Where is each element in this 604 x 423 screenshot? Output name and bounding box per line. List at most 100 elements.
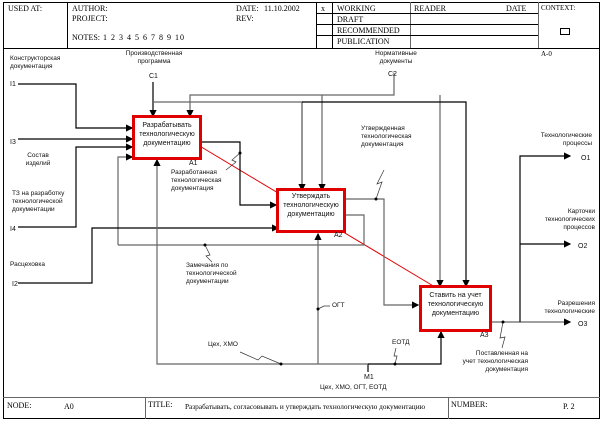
header-divider bbox=[316, 2, 317, 48]
status-row-rule bbox=[316, 13, 538, 14]
arrow-label-mech-eotd: ЕОТД bbox=[392, 339, 410, 346]
arrow-remarks-to-A1 bbox=[117, 153, 134, 245]
header-divider bbox=[538, 2, 539, 48]
status-publication: PUBLICATION bbox=[337, 37, 390, 46]
arrow-developed-doc-squiggle bbox=[225, 152, 241, 171]
project-label: PROJECT: bbox=[72, 14, 108, 23]
notes-label: NOTES: bbox=[72, 33, 100, 42]
junction-dot bbox=[374, 197, 378, 201]
status-row-rule bbox=[316, 35, 538, 36]
output-label: Карточки технологических процессов bbox=[544, 208, 595, 231]
author-label: AUTHOR: bbox=[72, 4, 108, 13]
date-label: DATE: bbox=[236, 4, 259, 13]
arrow-input-I1 bbox=[18, 83, 134, 132]
output-label: Разрешения технологические bbox=[544, 300, 595, 315]
context-node: A-0 bbox=[541, 50, 552, 58]
number-label: NUMBER: bbox=[451, 400, 488, 409]
status-draft: DRAFT bbox=[337, 15, 364, 24]
junction-dot bbox=[238, 151, 242, 155]
input-label: Состав изделий bbox=[25, 152, 51, 167]
arrow-mech-eotd-squiggle bbox=[393, 347, 398, 365]
arrow-label-approved-doc: Утвержденная технологическая документаци… bbox=[361, 125, 412, 148]
title-value: Разрабатывать, согласовывать и утверждат… bbox=[185, 402, 426, 411]
arrow-developed-doc bbox=[201, 141, 278, 209]
arrow-input-I2 bbox=[18, 224, 280, 284]
arrow-label-registered-doc: Поставленная на учет технологическая док… bbox=[462, 350, 528, 373]
activity-title: Утверждать технологическую документацию bbox=[283, 193, 339, 218]
rev-label: REV: bbox=[236, 14, 254, 23]
header-bottom-rule bbox=[3, 48, 600, 49]
arrow-label-mech-ogt: ОГТ bbox=[332, 302, 345, 309]
arrow-approved-doc bbox=[345, 198, 420, 309]
footer-divider bbox=[448, 397, 449, 419]
control-code: C1 bbox=[149, 73, 158, 80]
context-label: CONTEXT: bbox=[541, 4, 576, 12]
arrow-label-mech-shop: Цех, ХМО bbox=[208, 341, 238, 348]
arrow-mech-shop-squiggle bbox=[239, 351, 282, 365]
junction-dot bbox=[279, 362, 283, 366]
output-code: O2 bbox=[578, 243, 588, 250]
diagram-frame bbox=[3, 2, 600, 419]
control-label: Производственная программа bbox=[125, 50, 183, 65]
junction-dot bbox=[501, 320, 505, 324]
header-divider bbox=[67, 2, 68, 48]
notes-numbers: 1 2 3 4 5 6 7 8 9 10 bbox=[103, 33, 185, 42]
arrow-remarks-squiggle bbox=[204, 244, 213, 263]
date-value: 11.10.2002 bbox=[264, 4, 300, 13]
arrow-label-developed-doc: Разработанная технологическая документац… bbox=[171, 169, 222, 192]
activity-box-A3[interactable]: Ставить на учет технологическую документ… bbox=[419, 285, 492, 332]
arrow-mech-eotd bbox=[368, 330, 445, 365]
header-divider bbox=[410, 2, 411, 48]
activity-title: Разрабатывать технологическую документац… bbox=[139, 122, 195, 147]
mechanism-code: M1 bbox=[364, 374, 374, 381]
used-at-label: USED AT: bbox=[8, 4, 43, 13]
junction-dot bbox=[203, 243, 207, 247]
activity-box-A2[interactable]: Утверждать технологическую документацию bbox=[276, 188, 346, 233]
status-row-rule bbox=[316, 24, 538, 25]
output-code: O1 bbox=[581, 155, 591, 162]
activity-id: A2 bbox=[334, 232, 343, 239]
mechanism-label: Цех, ХМО, ОГТ, ЕОТД bbox=[320, 384, 387, 391]
reader-date-label: DATE bbox=[506, 4, 527, 13]
header-divider bbox=[332, 2, 333, 48]
arrow-control-C1-to-A3 bbox=[302, 101, 470, 288]
status-working: WORKING bbox=[337, 4, 376, 13]
output-label: Технологические процессы bbox=[540, 132, 592, 147]
activity-title: Ставить на учет технологическую документ… bbox=[427, 292, 484, 317]
activity-box-A1[interactable]: Разрабатывать технологическую документац… bbox=[132, 115, 202, 160]
status-recommended: RECOMMENDED bbox=[337, 26, 400, 35]
input-code: I2 bbox=[12, 281, 18, 288]
arrow-remarks bbox=[118, 214, 365, 246]
arrow-registered-doc-squiggle bbox=[499, 321, 506, 349]
reader-label: READER bbox=[414, 4, 446, 13]
title-label: TITLE: bbox=[148, 400, 173, 409]
junction-dot bbox=[316, 307, 320, 311]
arrow-input-I4 bbox=[18, 143, 134, 228]
input-label: ТЗ на разработку технологической докумен… bbox=[12, 190, 65, 213]
input-label: Расцеховка bbox=[10, 261, 45, 268]
input-code: I1 bbox=[10, 81, 16, 88]
arrow-O3-branch bbox=[519, 152, 572, 322]
footer-divider bbox=[145, 397, 146, 419]
number-value: P. 2 bbox=[563, 402, 575, 411]
output-code: O3 bbox=[578, 321, 588, 328]
junction-dot bbox=[393, 362, 397, 366]
arrow-control-C2 bbox=[186, 73, 395, 118]
status-mark: x bbox=[321, 4, 325, 13]
footer-top-rule bbox=[3, 397, 600, 398]
arrow-mech-shop bbox=[153, 158, 368, 365]
input-code: I3 bbox=[10, 139, 16, 146]
arrow-approved-doc-squiggle bbox=[375, 169, 385, 200]
arrow-mech-ogt-squiggle bbox=[317, 305, 330, 310]
input-label: Конструкторская документация bbox=[10, 55, 61, 70]
activity-id: A1 bbox=[189, 160, 198, 167]
input-code: I4 bbox=[10, 226, 16, 233]
node-label: NODE: bbox=[7, 401, 32, 410]
activity-id: A3 bbox=[480, 332, 489, 339]
control-code: C2 bbox=[388, 71, 397, 78]
arrow-label-remarks: Замечания по технологической документаци… bbox=[186, 262, 237, 285]
control-label: Нормативные документы bbox=[375, 50, 417, 65]
context-box-icon bbox=[560, 28, 570, 35]
node-value: A0 bbox=[64, 402, 74, 411]
